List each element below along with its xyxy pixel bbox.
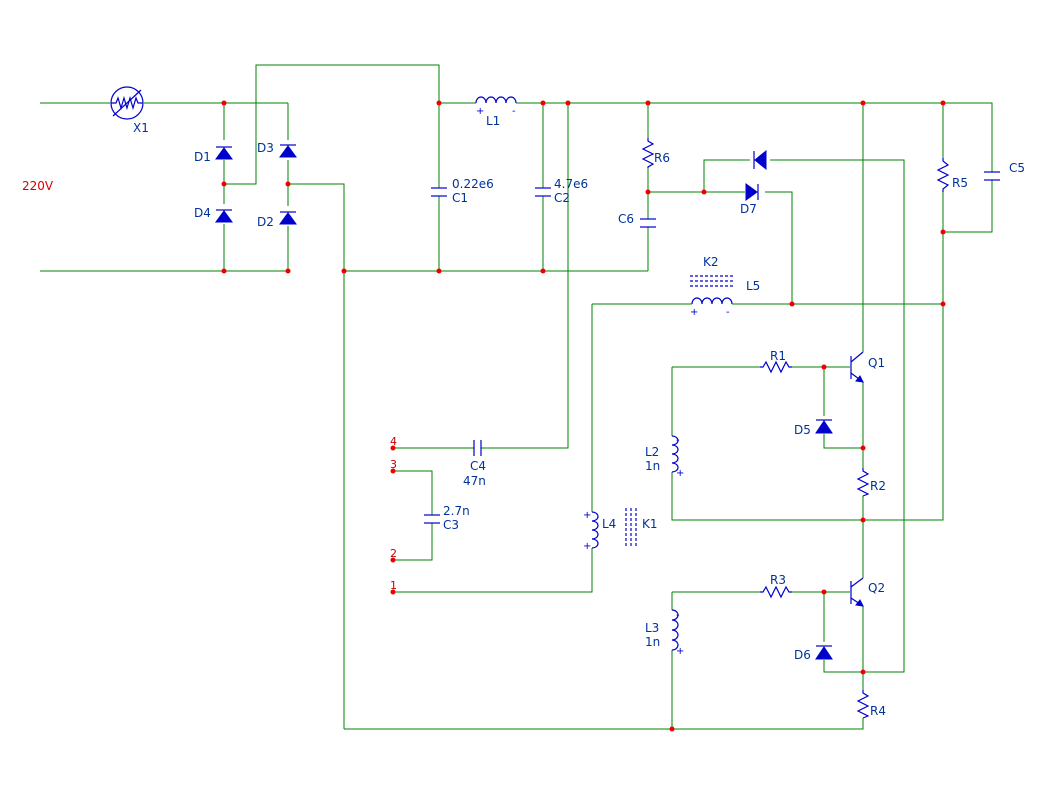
d3-diode[interactable] xyxy=(279,144,297,158)
l1-plus: + xyxy=(476,106,484,117)
r2-label: R2 xyxy=(870,479,886,493)
l4-plus: + xyxy=(583,510,591,521)
c2-value: 4.7e6 xyxy=(554,177,588,191)
r5-resistor[interactable] xyxy=(936,158,950,192)
x1-thermistor[interactable] xyxy=(110,86,144,120)
l3-minus: - xyxy=(676,610,680,621)
r1-label: R1 xyxy=(770,349,786,363)
l4-label: L4 xyxy=(602,517,616,531)
c4-value: 47n xyxy=(463,474,486,488)
c5-capacitor[interactable] xyxy=(984,171,1000,181)
l5-label: L5 xyxy=(746,279,760,293)
q1-label: Q1 xyxy=(868,356,885,370)
q1-transistor[interactable] xyxy=(850,351,864,383)
l2-minus: - xyxy=(676,435,680,446)
l1-inductor[interactable] xyxy=(475,96,517,104)
l4-inductor[interactable] xyxy=(591,511,599,549)
c2-label: C2 xyxy=(554,191,570,205)
pin-3[interactable]: 3 xyxy=(390,458,397,471)
l5-plus: + xyxy=(690,307,698,318)
k2-core xyxy=(690,275,734,287)
upper-loop-diode[interactable] xyxy=(753,149,767,171)
source-label: 220V xyxy=(22,179,54,193)
d2-diode[interactable] xyxy=(279,211,297,225)
r1-resistor[interactable] xyxy=(760,360,792,374)
k2-label: K2 xyxy=(703,255,719,269)
l4-plus-2: + xyxy=(583,541,591,552)
l3-inductor[interactable] xyxy=(671,609,679,651)
pin-4[interactable]: 4 xyxy=(390,435,397,448)
d3-label: D3 xyxy=(257,141,274,155)
r4-label: R4 xyxy=(870,704,886,718)
l2-inductor[interactable] xyxy=(671,435,679,473)
c2-capacitor[interactable] xyxy=(535,187,551,197)
c3-value: 2.7n xyxy=(443,504,470,518)
c1-label: C1 xyxy=(452,191,468,205)
pin-2[interactable]: 2 xyxy=(390,547,397,560)
d5-diode[interactable] xyxy=(815,419,833,434)
l5-inductor[interactable] xyxy=(691,297,733,305)
x1-label: X1 xyxy=(133,121,149,135)
pin-1[interactable]: 1 xyxy=(390,579,397,592)
l3-value: 1n xyxy=(645,635,660,649)
r2-resistor[interactable] xyxy=(856,468,870,497)
l2-plus: + xyxy=(676,468,684,479)
d5-label: D5 xyxy=(794,423,811,437)
l2-value: 1n xyxy=(645,459,660,473)
d7-label: D7 xyxy=(740,202,757,216)
d4-label: D4 xyxy=(194,206,211,220)
c3-capacitor[interactable] xyxy=(424,514,440,524)
d6-diode[interactable] xyxy=(815,645,833,660)
l1-minus: - xyxy=(512,106,516,117)
q2-label: Q2 xyxy=(868,581,885,595)
c4-capacitor[interactable] xyxy=(473,440,482,456)
d4-diode[interactable] xyxy=(215,209,233,223)
d1-diode[interactable] xyxy=(215,146,233,160)
d7-diode[interactable] xyxy=(745,183,759,201)
d6-label: D6 xyxy=(794,648,811,662)
d2-label: D2 xyxy=(257,215,274,229)
k1-label: K1 xyxy=(642,517,658,531)
c1-value: 0.22e6 xyxy=(452,177,494,191)
c1-capacitor[interactable] xyxy=(431,187,447,197)
k1-core xyxy=(625,508,637,548)
c6-label: C6 xyxy=(618,212,634,226)
c4-label: C4 xyxy=(470,459,486,473)
l5-minus: - xyxy=(726,307,730,318)
l3-label: L3 xyxy=(645,621,659,635)
r6-label: R6 xyxy=(654,151,670,165)
c5-label: C5 xyxy=(1009,161,1025,175)
r5-label: R5 xyxy=(952,176,968,190)
r4-resistor[interactable] xyxy=(856,690,870,719)
c6-capacitor[interactable] xyxy=(640,218,656,228)
r3-resistor[interactable] xyxy=(760,585,792,599)
wires xyxy=(40,64,993,730)
r6-resistor[interactable] xyxy=(641,138,655,168)
junctions xyxy=(221,100,946,732)
l3-plus: + xyxy=(676,646,684,657)
c3-label: C3 xyxy=(443,518,459,532)
l1-label: L1 xyxy=(486,114,500,128)
q2-transistor[interactable] xyxy=(850,577,864,607)
d1-label: D1 xyxy=(194,150,211,164)
r3-label: R3 xyxy=(770,573,786,587)
l2-label: L2 xyxy=(645,445,659,459)
